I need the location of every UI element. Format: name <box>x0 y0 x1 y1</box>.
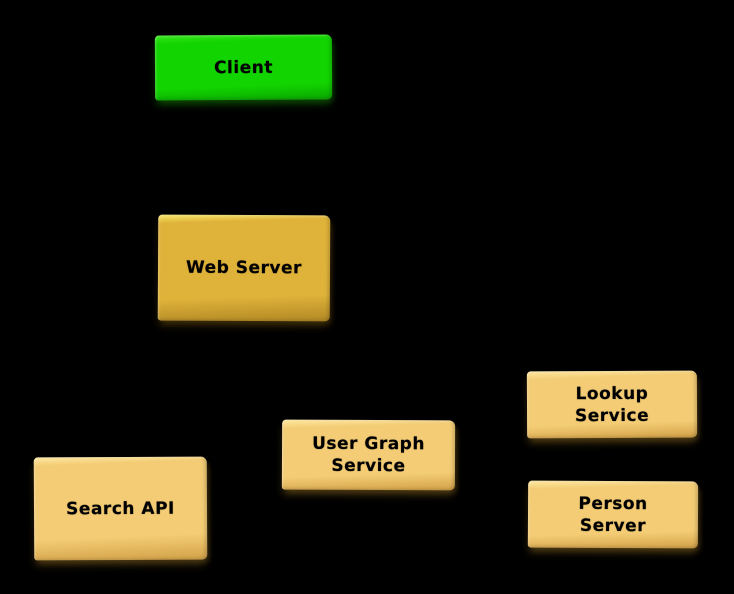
node-user-graph-service: User Graph Service <box>281 419 456 491</box>
node-search-api: Search API <box>33 456 208 561</box>
node-lookup-service: Lookup Service <box>526 370 698 439</box>
node-lookup-service-label-line2: Service <box>574 405 650 426</box>
node-user-graph-service-label-line2: Service <box>331 455 406 477</box>
node-person-server-label-line2: Server <box>579 515 647 536</box>
node-web-server: Web Server <box>157 214 331 322</box>
node-lookup-service-label-line1: Lookup <box>575 383 649 404</box>
node-web-server-label: Web Server <box>185 257 303 279</box>
node-search-api-label: Search API <box>66 498 175 519</box>
node-person-server: Person Server <box>527 480 699 549</box>
node-user-graph-service-label-line1: User Graph <box>312 433 426 455</box>
node-client: Client <box>154 34 333 101</box>
node-client-label: Client <box>213 57 273 78</box>
node-person-server-label-line1: Person <box>578 493 648 514</box>
